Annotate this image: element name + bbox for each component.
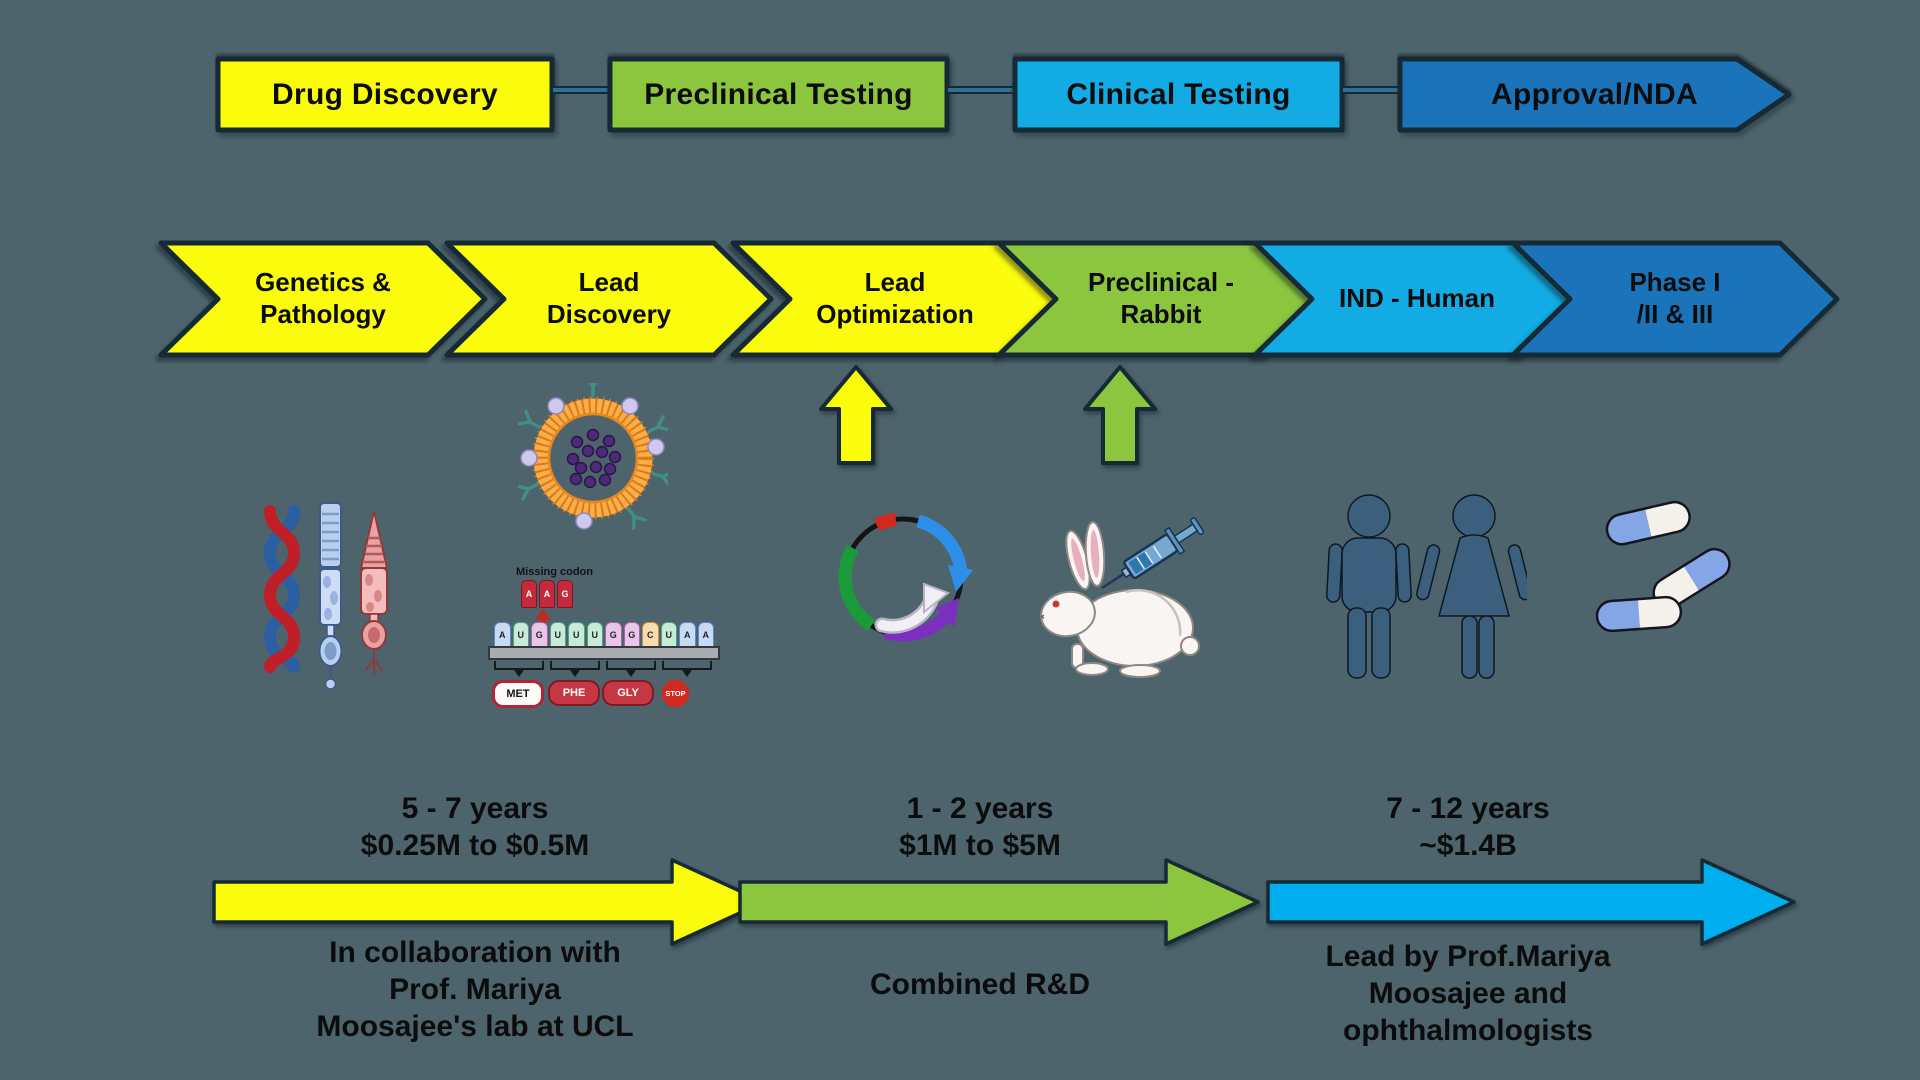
- codon-diagram: Missing codon A A G A U G U U U G G C U …: [488, 566, 722, 708]
- lipid-nanoparticle-icon: [518, 383, 668, 530]
- chevron-genetics-pathology: Genetics &Pathology: [158, 240, 488, 358]
- stage-connector: [553, 86, 609, 94]
- stage-label: Preclinical Testing: [644, 77, 913, 111]
- peg-circles: [520, 397, 665, 530]
- stage-label: Approval/NDA: [1491, 77, 1698, 111]
- amino-met-pill: MET: [492, 680, 544, 708]
- rod-cell-icon: [318, 502, 343, 690]
- rna-cargo-dots: [566, 428, 622, 489]
- codon-down-arrows: [494, 670, 712, 677]
- cone-cell-icon: [359, 510, 389, 675]
- chevron-preclinical-rabbit: Preclinical -Rabbit: [996, 240, 1326, 358]
- stage-arrow-shape: [1397, 56, 1792, 133]
- stage-drug-discovery: Drug Discovery: [215, 56, 555, 133]
- chevron-label: Phase I/II & III: [1629, 267, 1721, 329]
- up-arrow-preclinical-rabbit: [1083, 365, 1157, 465]
- stage-approval-nda: Approval/NDA: [1397, 56, 1792, 133]
- chevron-label: Preclinical -Rabbit: [1088, 267, 1234, 329]
- timeline-arrow-discovery: [212, 858, 766, 946]
- capsule-pill: [1595, 595, 1683, 633]
- stage-connector: [948, 86, 1014, 94]
- stage-box-shape: [215, 56, 555, 133]
- amino-phe-pill: PHE: [548, 680, 600, 706]
- mrna-sequence: A U G U U U G G C U A A: [494, 622, 714, 648]
- stage-clinical-testing: Clinical Testing: [1012, 56, 1345, 133]
- chevron-phase-i-ii-iii: Phase I/II & III: [1510, 240, 1840, 358]
- stop-codon-sign: STOP: [662, 680, 689, 707]
- male-icon: [1326, 494, 1412, 679]
- mrna-strand-bar: [488, 646, 720, 660]
- syringe-icon: [1101, 517, 1205, 590]
- antibody-icons: [518, 383, 668, 530]
- inserted-codon-tiles: A A G: [521, 580, 573, 608]
- missing-codon-label: Missing codon: [516, 566, 593, 578]
- timeline-duration-preclinical: 1 - 2 years $1M to $5M: [899, 792, 1061, 862]
- pills-icon: [1595, 500, 1731, 633]
- dna-icon: [263, 505, 301, 673]
- timeline-duration-clinical: 7 - 12 years ~$1.4B: [1386, 792, 1550, 862]
- stage-connector: [1343, 86, 1399, 94]
- timeline-arrow-clinical: [1266, 858, 1796, 946]
- timeline-note-discovery: In collaboration with Prof. Mariya Moosa…: [316, 936, 634, 1043]
- stage-label: Clinical Testing: [1066, 77, 1291, 111]
- up-arrow-lead-optimization: [819, 365, 893, 465]
- chevron-label: Genetics &Pathology: [255, 267, 391, 329]
- female-icon: [1416, 494, 1527, 679]
- amino-gly-pill: GLY: [602, 680, 654, 706]
- stage-box-shape: [607, 56, 950, 133]
- timeline-note-clinical: Lead by Prof.Mariya Moosajee and ophthal…: [1325, 940, 1611, 1047]
- stage-preclinical-testing: Preclinical Testing: [607, 56, 950, 133]
- amino-acid-row: MET PHE GLY STOP: [490, 680, 720, 708]
- stage-label: Drug Discovery: [272, 77, 498, 111]
- chevron-label: IND - Human: [1339, 283, 1495, 314]
- timeline-arrow-preclinical: [738, 858, 1260, 946]
- rabbit-eye: [1052, 600, 1060, 608]
- capsule-pill: [1605, 500, 1691, 546]
- codon-brackets: [494, 661, 712, 670]
- rabbit-icon: [1040, 517, 1205, 678]
- stage-box-shape: [1012, 56, 1345, 133]
- timeline-duration-discovery: 5 - 7 years $0.25M to $0.5M: [360, 792, 590, 862]
- humans-icon: [1326, 494, 1527, 679]
- timeline-note-preclinical: Combined R&D: [870, 968, 1090, 1001]
- plasmid-icon: [838, 512, 973, 642]
